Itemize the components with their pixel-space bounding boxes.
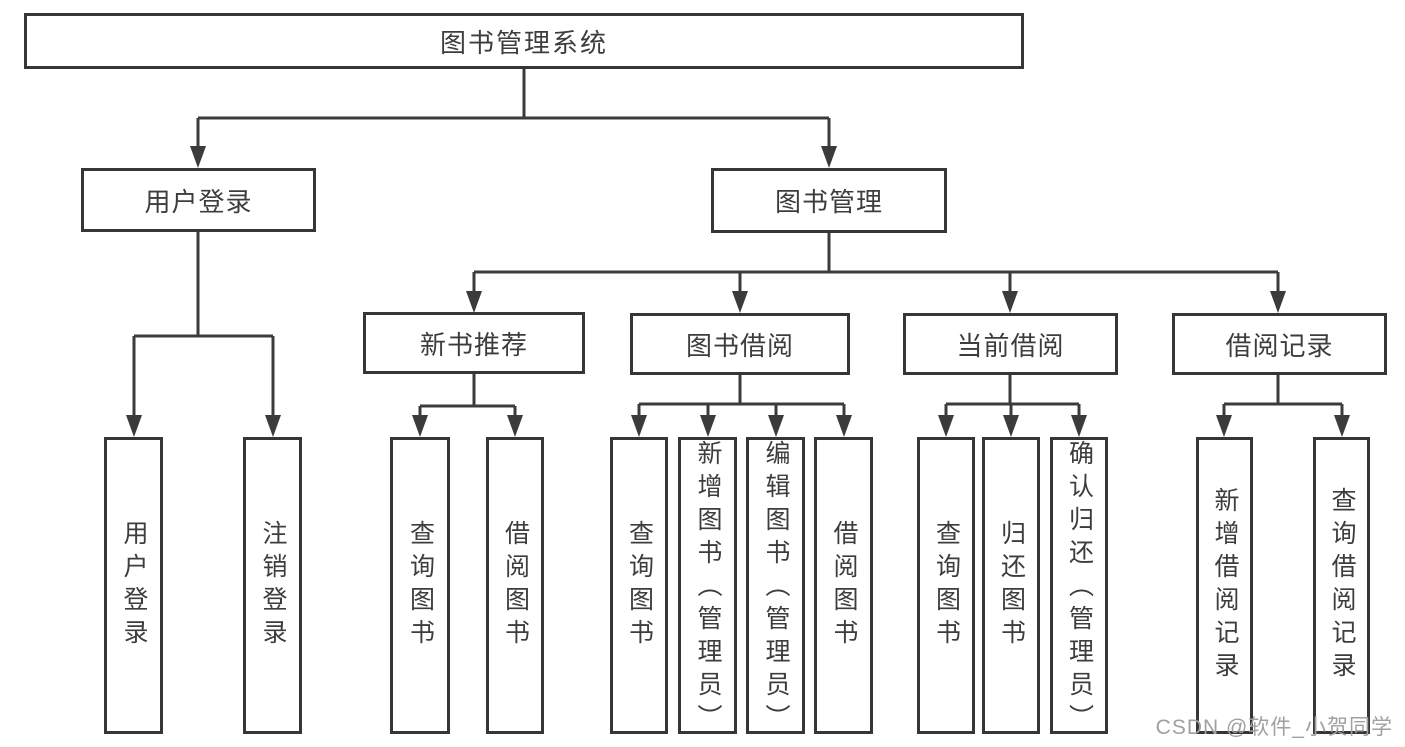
leaf-query-books-current-label: 查询图书	[932, 519, 961, 652]
leaf-logout: 注销登录	[243, 437, 302, 734]
leaf-confirm-return-admin: 确认归还（管理员）	[1050, 437, 1108, 737]
node-borrow-records: 借阅记录	[1172, 313, 1387, 375]
node-user-login: 用户登录	[81, 168, 316, 232]
node-current-borrow-label: 当前借阅	[956, 330, 1065, 361]
leaf-query-books-borrow-label: 查询图书	[625, 519, 654, 652]
leaf-add-books-admin-label: 新增图书（管理员）	[694, 440, 722, 737]
leaf-edit-books-admin-label: 编辑图书（管理员）	[762, 440, 790, 737]
node-borrow-records-label: 借阅记录	[1225, 330, 1334, 361]
leaf-query-borrow-record-label: 查询借阅记录	[1328, 486, 1356, 685]
leaf-borrow-books-recommend-label: 借阅图书	[501, 519, 530, 652]
node-user-login-label: 用户登录	[144, 186, 253, 217]
node-root: 图书管理系统	[24, 13, 1024, 69]
leaf-query-books-borrow: 查询图书	[610, 437, 668, 734]
node-book-management: 图书管理	[711, 168, 947, 233]
leaf-query-books-recommend: 查询图书	[390, 437, 450, 734]
node-book-management-label: 图书管理	[774, 187, 883, 217]
leaf-user-login: 用户登录	[104, 437, 163, 734]
node-current-borrow: 当前借阅	[903, 313, 1118, 375]
leaf-add-borrow-record-label: 新增借阅记录	[1211, 486, 1239, 685]
leaf-query-books-current: 查询图书	[917, 437, 975, 734]
node-new-book-recommend-label: 新书推荐	[419, 329, 528, 360]
leaf-return-books-label: 归还图书	[997, 519, 1026, 652]
leaf-borrow-books: 借阅图书	[814, 437, 873, 734]
node-root-label: 图书管理系统	[439, 27, 608, 58]
node-new-book-recommend: 新书推荐	[363, 312, 585, 374]
node-book-borrow-label: 图书借阅	[685, 330, 794, 361]
node-book-borrow: 图书借阅	[630, 313, 850, 375]
watermark-text: CSDN @软件_小贺同学	[1155, 716, 1393, 739]
leaf-logout-label: 注销登录	[259, 519, 287, 652]
leaf-query-borrow-record: 查询借阅记录	[1313, 437, 1370, 734]
arrowheads	[126, 146, 1350, 437]
leaf-user-login-label: 用户登录	[120, 519, 148, 652]
leaf-query-books-recommend-label: 查询图书	[406, 519, 435, 652]
leaf-borrow-books-recommend: 借阅图书	[486, 437, 544, 734]
leaf-borrow-books-label: 借阅图书	[830, 519, 858, 652]
leaf-add-borrow-record: 新增借阅记录	[1196, 437, 1253, 734]
leaf-confirm-return-admin-label: 确认归还（管理员）	[1065, 440, 1094, 737]
leaf-add-books-admin: 新增图书（管理员）	[678, 437, 737, 737]
leaf-edit-books-admin: 编辑图书（管理员）	[746, 437, 805, 737]
leaf-return-books: 归还图书	[982, 437, 1040, 734]
